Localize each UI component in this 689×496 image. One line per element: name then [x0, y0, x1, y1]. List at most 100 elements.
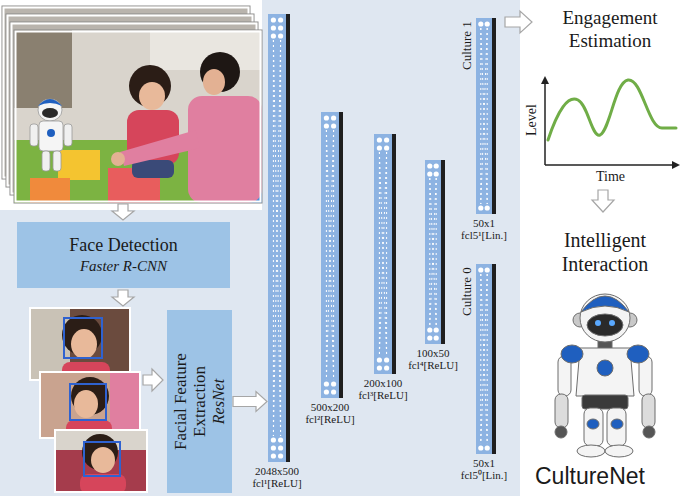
slab-side	[392, 134, 396, 374]
connection-lines	[481, 28, 487, 204]
neuron	[278, 437, 283, 442]
layer-label: 2048x500fcl¹[ReLU]	[252, 465, 301, 489]
layer-label: 50x1fcl5⁰[Lin.]	[461, 457, 507, 481]
slab-side	[492, 264, 496, 454]
slab-side	[339, 112, 343, 398]
connection-lines	[480, 28, 481, 204]
flow-arrow	[112, 204, 134, 220]
axis-label: Time	[596, 168, 625, 185]
slab-face	[476, 18, 492, 214]
layer-size: 2048x500	[252, 465, 301, 477]
neuron	[324, 389, 329, 394]
neuron	[331, 381, 336, 386]
process-box: Face DetectionFaster R-CNN	[17, 222, 230, 288]
slab-side	[441, 160, 445, 344]
flow-arrow	[592, 190, 614, 212]
branch-label: Culture 1	[460, 21, 474, 70]
box-subtitle: ResNet	[210, 379, 228, 424]
layer-label: 500x200fcl²[ReLU]	[305, 401, 354, 425]
neuron	[278, 33, 283, 38]
connection-lines	[386, 152, 387, 356]
layer-slab-graphic	[321, 112, 343, 398]
connection-lines	[379, 152, 386, 356]
connection-lines	[326, 130, 333, 380]
connection-lines	[379, 152, 380, 356]
neuron	[377, 145, 382, 150]
neuron	[331, 123, 336, 128]
slab-side	[286, 14, 290, 462]
box-subtitle: Faster R-CNN	[80, 257, 167, 276]
connection-lines	[430, 178, 436, 326]
box-title: Facial Feature Extraction	[171, 318, 210, 485]
neuron	[485, 205, 490, 210]
connection-lines	[487, 28, 488, 204]
neuron	[278, 25, 283, 30]
neuron	[434, 163, 439, 168]
connection-lines	[326, 130, 333, 380]
flow-arrow	[112, 290, 134, 306]
panel	[0, 210, 262, 496]
layer-slab: 500x200fcl²[ReLU]	[321, 112, 343, 398]
panel	[262, 0, 520, 496]
slab-face	[321, 112, 339, 398]
layer-name: fcl⁴[ReLU]	[408, 359, 458, 371]
layer-size: 50x1	[461, 217, 507, 229]
neuron	[384, 137, 389, 142]
neuron	[278, 453, 283, 458]
neuron	[324, 115, 329, 120]
layer-slab: 50x1fcl5⁰[Lin.]Culture 0	[476, 264, 496, 454]
layer-size: 50x1	[461, 457, 507, 469]
connection-lines	[481, 28, 487, 204]
neuron	[434, 171, 439, 176]
connection-lines	[430, 178, 436, 326]
layer-slab-graphic	[374, 134, 396, 374]
layer-slab-graphic	[476, 264, 496, 454]
model-name: CultureNet	[535, 462, 645, 490]
process-box: Facial Feature ExtractionResNet	[167, 310, 232, 493]
layer-label: 100x50fcl⁴[ReLU]	[408, 347, 458, 371]
layer-size: 200x100	[358, 377, 407, 389]
layer-name: fcl³[ReLU]	[358, 389, 407, 401]
stage-label: Engagement Estimation	[540, 6, 680, 52]
neuron	[434, 335, 439, 340]
neuron	[434, 327, 439, 332]
connection-lines	[273, 40, 280, 436]
connection-lines	[326, 130, 327, 380]
layer-size: 100x50	[408, 347, 458, 359]
connection-lines	[280, 40, 281, 436]
flow-arrow	[143, 369, 163, 391]
neuron	[485, 21, 490, 26]
slab-side	[492, 18, 496, 214]
layer-slab: 2048x500fcl¹[ReLU]	[268, 14, 290, 462]
connection-lines	[481, 274, 487, 444]
neuron	[478, 205, 483, 210]
neuron	[278, 17, 283, 22]
face-crops	[30, 308, 147, 494]
layer-name: fcl¹[ReLU]	[252, 477, 301, 489]
connection-lines	[487, 274, 488, 444]
slab-face	[476, 264, 492, 454]
layer-name: fcl5¹[Lin.]	[461, 229, 507, 241]
slab-face	[268, 14, 286, 462]
connection-lines	[379, 152, 386, 356]
stage-label: Intelligent Interaction	[535, 228, 675, 276]
robot	[555, 294, 655, 457]
rotated-text-block: Facial Feature ExtractionResNet	[167, 310, 232, 493]
layer-name: fcl²[ReLU]	[305, 413, 354, 425]
neuron	[271, 445, 276, 450]
neuron	[331, 115, 336, 120]
neuron	[478, 445, 483, 450]
neuron	[427, 171, 432, 176]
branch-label: Culture 0	[460, 267, 474, 316]
layer-slab: 100x50fcl⁴[ReLU]	[425, 160, 445, 344]
flow-arrow	[233, 392, 267, 412]
neuron	[485, 445, 490, 450]
neuron	[478, 267, 483, 272]
neuron	[427, 163, 432, 168]
neuron	[271, 453, 276, 458]
neuron	[271, 25, 276, 30]
connection-lines	[273, 40, 280, 436]
neuron	[427, 327, 432, 332]
